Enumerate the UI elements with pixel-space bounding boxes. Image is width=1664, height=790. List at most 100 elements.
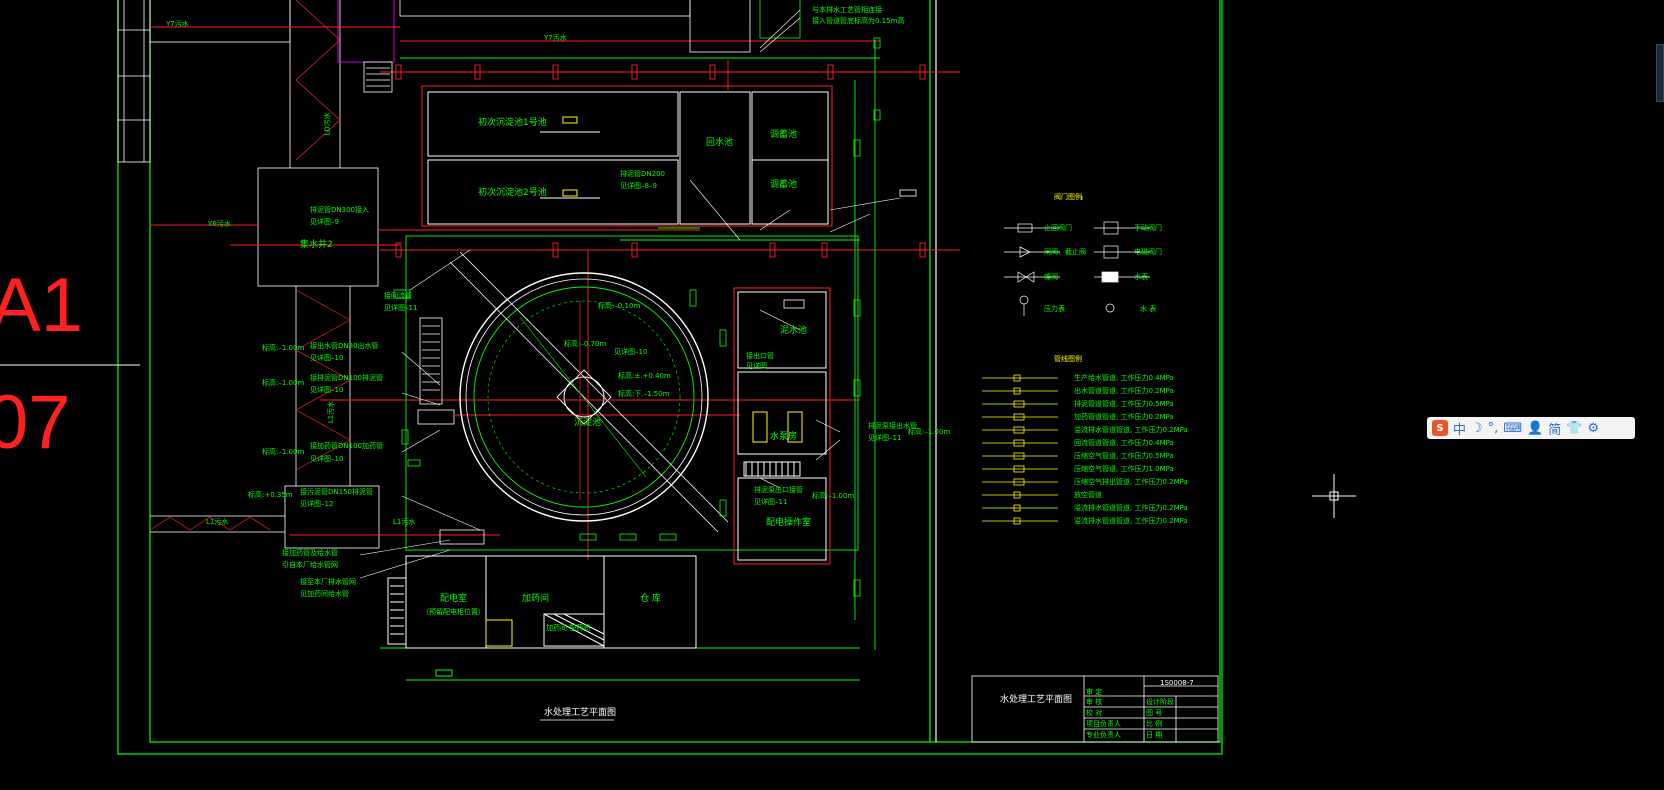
pipe-legend-2: 排泥管道管道, 工作压力0.5MPa	[1074, 400, 1174, 408]
note-a36: 接出口管	[746, 352, 774, 360]
mix-box	[751, 91, 829, 225]
note-a37: 见详图	[746, 362, 767, 370]
room-power: 配电室	[440, 594, 468, 604]
note-a7: 接回流管	[384, 292, 412, 300]
pool-2	[427, 159, 679, 225]
note-a33: 排泥泵出口接管	[754, 486, 803, 494]
pump-house-room	[737, 371, 827, 455]
channel-zigzag	[149, 0, 351, 531]
tb-right-2: 比 例	[1146, 720, 1163, 728]
tb-row-2: 校 对	[1086, 709, 1103, 717]
return-pool-box	[679, 91, 751, 225]
ime-logo-icon[interactable]: S	[1432, 420, 1448, 436]
pipe-label-y7-mid: Y7污水	[544, 34, 567, 42]
west-stair	[417, 317, 455, 425]
green-grid	[380, 40, 880, 681]
right-building-outer	[733, 287, 831, 565]
room-dist: 配电操作室	[766, 518, 812, 528]
outer-border	[117, 0, 1223, 755]
valve-legend-0: 止回阀门	[1044, 224, 1072, 232]
pipe-legend-title: 管线图例	[1054, 355, 1082, 363]
ime-toolbar[interactable]: S 中 ☽ °, ⌨ 👤 简 👕 ⚙	[1427, 417, 1635, 439]
note-a2: 接入管道管底标高为0.15m高	[812, 17, 905, 25]
ime-simplified-button[interactable]: 简	[1548, 422, 1562, 438]
top-long-rect	[399, 0, 691, 17]
pipe-legend-9: 放空管道	[1074, 491, 1102, 499]
pump-well-box	[257, 167, 379, 287]
sedimentation-pools	[421, 85, 833, 227]
pipe-legend-3: 加药管道管道, 工作压力0.2MPa	[1074, 413, 1174, 421]
inner-border	[149, 0, 1221, 743]
note-a15: 接出水管DN80出水管	[310, 342, 379, 350]
room-clarifier: 沉淀池	[574, 418, 602, 428]
tb-right-1: 图 号	[1146, 709, 1163, 717]
viewcube-scroll-handle[interactable]	[1656, 44, 1664, 102]
pipe-label-l1-2: L1污水	[393, 518, 416, 526]
punctuation-icon[interactable]: °,	[1487, 420, 1499, 436]
valve-legend-symbols	[1004, 221, 1150, 316]
note-a16: 见详图–10	[310, 354, 344, 362]
keyboard-icon[interactable]: ⌨	[1503, 420, 1523, 436]
pipe-legend-0: 生产给水管道, 工作压力0.4MPa	[1074, 374, 1174, 382]
note-a18: 接排泥管DN100排泥管	[310, 374, 383, 382]
skin-icon[interactable]: 👕	[1566, 420, 1583, 436]
clarifier	[449, 251, 729, 533]
note-a26: 接加药管及给水管	[282, 549, 338, 557]
left-strip	[117, 0, 151, 163]
room-pump-house: 水泵房	[770, 432, 798, 442]
tb-row-0: 审 定	[1086, 688, 1103, 696]
note-a27: 引自本厂给水管网	[282, 561, 338, 569]
title-block-drawing-no: 1S0008-7	[1160, 679, 1194, 687]
axis-label-07: 07	[0, 380, 71, 465]
valve-legend-title: 阀门图例	[1054, 193, 1082, 201]
note-a10: 标高:–0.70m	[564, 340, 607, 348]
note-a20: 标高:–1.00m	[262, 448, 305, 456]
note-a31: 见详图–11	[868, 434, 902, 442]
pipe-legend-symbols	[982, 374, 1058, 525]
pipe-legend-11: 溢流排水管道管道, 工作压力0.2MPa	[1074, 517, 1188, 525]
note-a19: 见详图–10	[310, 386, 344, 394]
dist-room	[737, 477, 827, 561]
note-a21: 接加药管DN100加药管	[310, 442, 383, 450]
settings-gear-icon[interactable]: ⚙	[1587, 420, 1600, 436]
top-stair-block	[337, 0, 395, 63]
note-a6: 见详图–8–9	[620, 182, 657, 190]
room-return-pool: 回水池	[706, 138, 734, 148]
moon-icon[interactable]: ☽	[1471, 420, 1483, 436]
valve-legend-3: 压力表	[1044, 305, 1065, 313]
note-a13: 标高:下.–1.50m	[618, 390, 670, 398]
pool-1	[427, 91, 679, 157]
plan-caption: 水处理工艺平面图	[544, 708, 617, 718]
pipe-label-y6: Y6污水	[208, 220, 231, 228]
note-a5: 排泥管DN200	[620, 170, 665, 178]
note-a8: 见详图–11	[384, 304, 418, 312]
leader-lines	[359, 9, 1083, 579]
note-a23: 标高:+0.35m	[248, 491, 293, 499]
note-a3: 排泥管DN300接入	[310, 206, 369, 214]
room-dosing: 加药间	[522, 594, 550, 604]
valve-legend-7: 水 表	[1140, 305, 1157, 313]
pools-outer	[421, 85, 833, 227]
axis-label-a1: A1	[0, 263, 83, 348]
red-pipes	[150, 26, 960, 560]
pipe-legend-6: 压缩空气管道, 工作压力0.5MPa	[1074, 452, 1174, 460]
ime-chinese-mode-button[interactable]: 中	[1453, 422, 1467, 438]
note-a35: 标高:–1.00m	[812, 492, 855, 500]
note-a12: 标高:±.+0.40m	[618, 372, 671, 380]
title-block-project: 水处理工艺平面图	[1000, 695, 1073, 705]
note-a9: 标高:–0.10m	[598, 302, 641, 310]
pipe-label-l1-vert: L1污水	[327, 400, 336, 424]
lower-pump-box	[284, 485, 380, 549]
note-a11: 见详图–10	[614, 348, 648, 356]
note-a30: 排泥泵接出水管	[868, 422, 917, 430]
room-pump-well: 集水井2	[300, 240, 333, 250]
user-icon[interactable]: 👤	[1527, 420, 1544, 436]
pipe-legend-4: 溢流排水管道管道, 工作压力0.2MPa	[1074, 426, 1188, 434]
room-storage: 仓 库	[640, 594, 661, 604]
tb-right-3: 日 期	[1146, 731, 1163, 739]
site-boundary	[405, 235, 859, 551]
tb-right-0: 设计阶段	[1146, 698, 1174, 706]
tb-row-1: 审 核	[1086, 698, 1103, 706]
room-sludge: 泥水池	[780, 326, 808, 336]
